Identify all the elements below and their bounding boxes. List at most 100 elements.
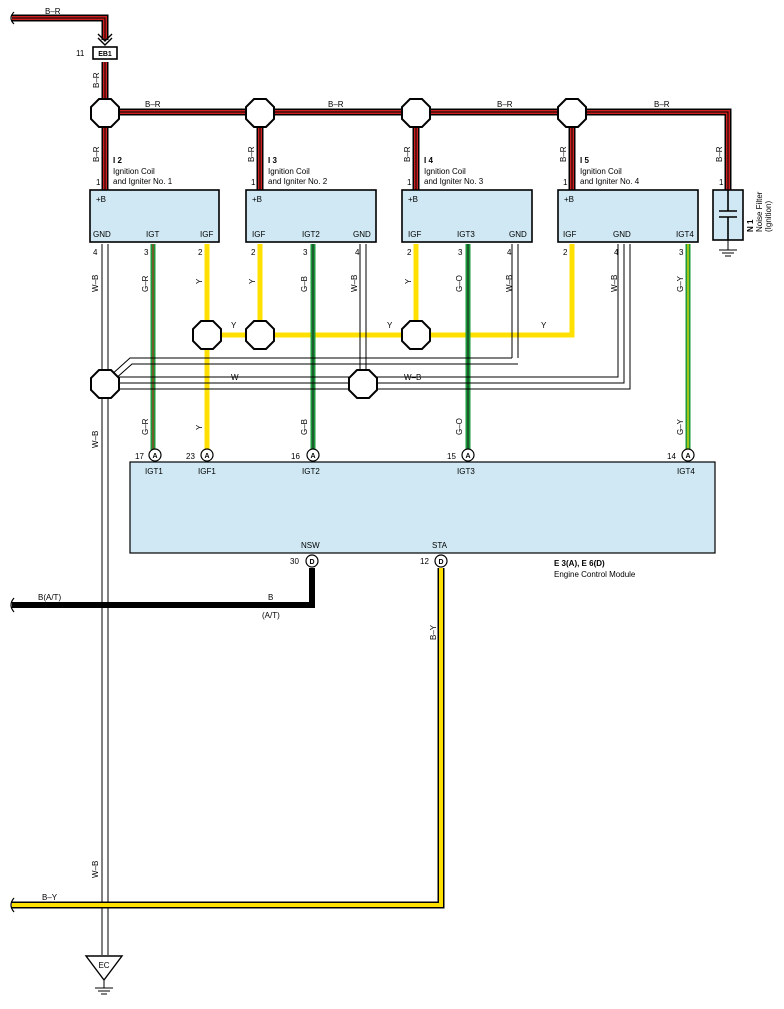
wire-label-vertical: G–O (455, 418, 464, 435)
component-name: Ignition Coil (580, 167, 622, 176)
ground-ec: EC (84, 955, 124, 995)
ecm-pin-number: 14 (667, 452, 676, 461)
fuse-pin: 11 (76, 49, 85, 58)
wire-label: Y (387, 321, 393, 330)
wire-break-left-b (10, 597, 15, 613)
wire-label-vertical: Y (248, 278, 257, 284)
fuse-eb1 (92, 46, 118, 60)
power-wires-br (12, 14, 732, 205)
terminal-1: IGF (563, 230, 576, 239)
terminal-plus: +B (564, 195, 574, 204)
wire-label-vertical: Y (404, 278, 413, 284)
pin-3: 3 (679, 248, 684, 257)
wire-label-vertical: B–R (247, 146, 256, 162)
ecm-pin-number: 23 (186, 452, 195, 461)
ground-triangle (84, 955, 124, 982)
wire-label: B(A/T) (38, 593, 61, 602)
wire-label: Y (541, 321, 547, 330)
wire-label-vertical: Y (195, 278, 204, 284)
pin-2: 4 (614, 248, 619, 257)
wire-label: B–R (45, 7, 61, 16)
connector-letter: A (685, 453, 690, 460)
wire-label: B–R (497, 100, 513, 109)
wire-label: W–B (404, 373, 421, 382)
ecm-pin-number: 16 (291, 452, 300, 461)
ecm-terminal: NSW (301, 541, 320, 550)
junctions (90, 98, 587, 399)
wire-label: B–R (654, 100, 670, 109)
ecm-pin-number: 17 (135, 452, 144, 461)
ignition-coil-1: 1 I 2 Ignition Coil and Igniter No. 1 +B… (89, 156, 220, 257)
component-name: Noise Filter (755, 191, 764, 232)
connector-a (148, 448, 162, 462)
sta-wire-by (12, 568, 445, 909)
wire-label: B–R (145, 100, 161, 109)
pin-plus: 1 (407, 178, 412, 187)
terminal-plus: +B (252, 195, 262, 204)
terminal-1: GND (93, 230, 111, 239)
wire-label-vertical: B–R (92, 72, 101, 88)
junction-2 (245, 98, 275, 128)
wire-label-vertical: G–B (300, 276, 309, 292)
igf-wires-y (204, 244, 575, 452)
component-name: Ignition Coil (113, 167, 155, 176)
wire-labels: B–R B–R B–R B–R B–R B–R B–R B–R B–R B–R … (38, 7, 724, 902)
component-id: I 4 (424, 156, 433, 165)
terminal-plus: +B (96, 195, 106, 204)
terminal-3: GND (353, 230, 371, 239)
wire-label-vertical: G–Y (676, 418, 685, 435)
wire-label-vertical: G–R (141, 418, 150, 435)
pin-3: 4 (507, 248, 512, 257)
pin-plus: 1 (96, 178, 101, 187)
ecm-terminal: IGT2 (302, 467, 320, 476)
connector-letter: A (204, 453, 209, 460)
terminal-3: GND (509, 230, 527, 239)
wire-label-vertical: G–Y (676, 275, 685, 292)
wire-label-vertical: G–B (300, 419, 309, 435)
ground-name: EC (98, 961, 109, 970)
component-name: Ignition Coil (424, 167, 466, 176)
junction-9 (348, 369, 378, 399)
connector-letter: A (152, 453, 157, 460)
engine-control-module: 17 A IGT1 23 A IGF1 16 A IGT2 15 A IGT3 … (129, 448, 716, 579)
junction-5 (192, 320, 222, 350)
wire-label: (A/T) (262, 611, 280, 620)
connector-letter: D (438, 559, 443, 566)
component-name: Ignition Coil (268, 167, 310, 176)
wire-break-left-top (10, 11, 15, 25)
wire-label-vertical: W–B (91, 275, 100, 292)
pin-2: 3 (144, 248, 149, 257)
junction-1 (90, 98, 120, 128)
component-id: N 1 (746, 219, 755, 232)
ecm-pin-number: 12 (420, 557, 429, 566)
ecm-box (129, 461, 716, 554)
ignition-coil-4: 1 I 5 Ignition Coil and Igniter No. 4 +B… (557, 156, 699, 257)
coil-box (89, 189, 220, 243)
connector-a (200, 448, 214, 462)
junction-7 (401, 320, 431, 350)
nsw-wire-b (12, 568, 315, 608)
igt-wires-g (150, 244, 691, 452)
ignition-coil-2: 1 I 3 Ignition Coil and Igniter No. 2 +B… (245, 156, 377, 257)
component-id: I 2 (113, 156, 122, 165)
noise-filter: 1 N 1 Noise Filter (Ignition) (712, 178, 773, 257)
wire-label-vertical: B–R (559, 146, 568, 162)
component-name: and Igniter No. 4 (580, 177, 640, 186)
wire-break-left-by (10, 897, 15, 913)
ecm-id: E 3(A), E 6(D) (554, 559, 605, 568)
wire-label-vertical: W–B (350, 275, 359, 292)
ecm-pin-number: 30 (290, 557, 299, 566)
connector-a (681, 448, 695, 462)
component-name: (Ignition) (764, 201, 773, 232)
coil-box (557, 189, 699, 243)
connector-letter: A (465, 453, 470, 460)
pin-1: 2 (563, 248, 568, 257)
wire-label-vertical: W–B (610, 275, 619, 292)
terminal-3: IGF (200, 230, 213, 239)
connector-letter: D (309, 559, 314, 566)
wire-label-vertical: B–R (715, 146, 724, 162)
ground-icon (95, 980, 113, 995)
wire-label-vertical: W–B (91, 431, 100, 448)
terminal-plus: +B (408, 195, 418, 204)
